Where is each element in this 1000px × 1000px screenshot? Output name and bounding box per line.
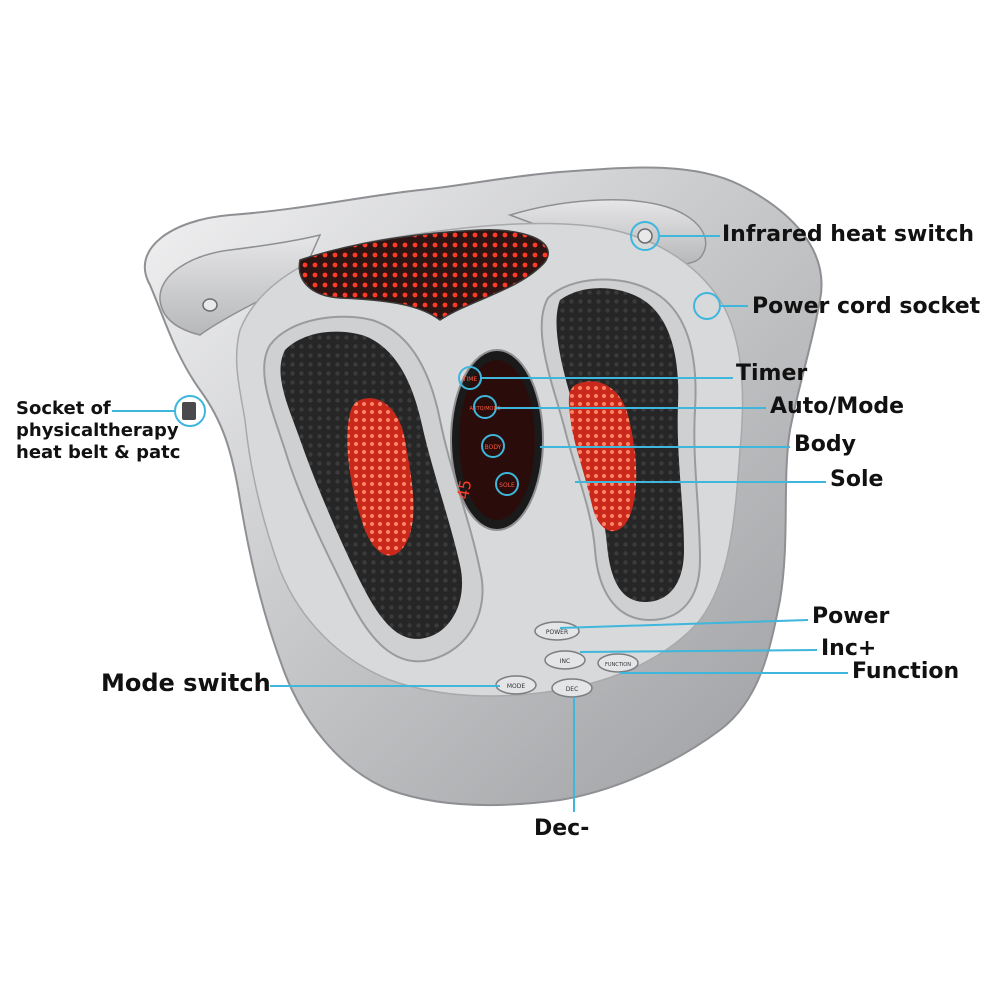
physiotherapy-socket: [182, 402, 196, 420]
label-infrared-heat-switch: Infrared heat switch: [722, 222, 975, 247]
label-power-cord-socket: Power cord socket: [752, 294, 981, 319]
inc-button-shape: [544, 650, 586, 670]
label-dec: Dec-: [534, 816, 590, 841]
left-wing-button: [202, 298, 218, 312]
dec-button-text: DEC: [566, 686, 579, 693]
socket-label-line-3: heat belt & patc: [16, 441, 181, 463]
label-mode-switch: Mode switch: [101, 669, 271, 697]
function-button-shape: [597, 653, 639, 673]
inc-button-text: INC: [560, 658, 570, 665]
display-digits: 45: [453, 478, 475, 500]
label-function: Function: [852, 659, 960, 684]
power-button-text: POWER: [546, 629, 568, 636]
power-button-shape: [534, 621, 580, 641]
label-sole: Sole: [830, 467, 884, 492]
left-wing: [159, 233, 322, 336]
function-button-text: FUNCTION: [605, 662, 631, 668]
mode-button-text: MODE: [507, 683, 526, 690]
label-socket-physiotherapy: Socket of physicaltherapy heat belt & pa…: [16, 398, 216, 464]
label-body: Body: [794, 432, 856, 457]
infrared-switch-button: [637, 228, 653, 244]
dec-button-shape: [551, 678, 593, 698]
label-inc: Inc+: [821, 636, 877, 661]
infrared-led-panel: [298, 229, 549, 321]
socket-label-line-2: physicaltherapy: [16, 419, 179, 441]
leader-lines: [112, 221, 848, 812]
panel-body-text: BODY: [485, 444, 502, 451]
left-foot-red-zone: [347, 398, 414, 556]
socket-label-line-1: Socket of: [16, 398, 111, 419]
panel-auto-text: AUTO/MODE: [469, 406, 500, 412]
panel-timer-text: TIME: [462, 376, 478, 383]
label-power: Power: [812, 604, 890, 629]
panel-sole-text: SOLE: [499, 482, 515, 489]
right-foot-red-zone: [568, 381, 637, 532]
label-auto-mode: Auto/Mode: [770, 394, 905, 419]
label-timer: Timer: [736, 361, 808, 386]
